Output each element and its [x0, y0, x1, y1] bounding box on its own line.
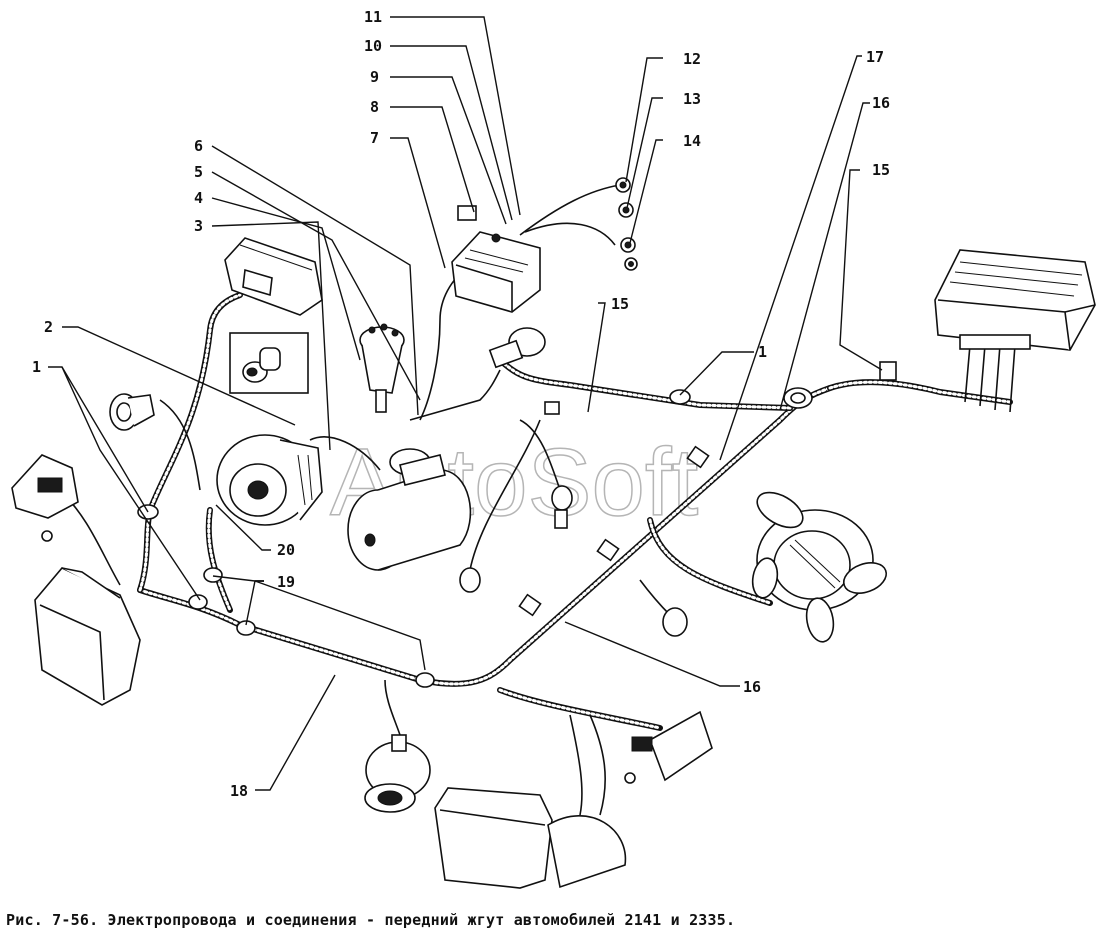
- fuse-relay-box-right: [934, 249, 1096, 351]
- main-harness: [137, 292, 1013, 731]
- callout-1-right: 1: [758, 343, 767, 361]
- callout-3: 3: [194, 217, 203, 235]
- callout-19: 19: [277, 573, 295, 591]
- callout-16-top: 16: [872, 94, 890, 112]
- side-lamp-right: [624, 710, 713, 784]
- connector-left-top: [109, 393, 155, 431]
- terminals-12-14: [615, 177, 638, 271]
- callout-10: 10: [364, 37, 382, 55]
- relay-block-3: [224, 237, 323, 316]
- callout-12: 12: [683, 50, 701, 68]
- callout-20: 20: [277, 541, 295, 559]
- starter: [347, 448, 472, 571]
- callout-16-bottom: 16: [743, 678, 761, 696]
- cooling-fan: [751, 491, 888, 643]
- callout-8: 8: [370, 98, 379, 116]
- callout-5: 5: [194, 163, 203, 181]
- generator: [216, 434, 323, 526]
- headlamp-right: [434, 787, 627, 889]
- callout-4: 4: [194, 189, 203, 207]
- callout-2: 2: [44, 318, 53, 336]
- side-lamp-left: [11, 454, 79, 542]
- callout-15-center: 15: [611, 295, 629, 313]
- callout-18: 18: [230, 782, 248, 800]
- figure-caption: Рис. 7-56. Электропровода и соединения -…: [6, 911, 736, 929]
- branch-wires: [59, 184, 1016, 816]
- callout-14: 14: [683, 132, 701, 150]
- callout-6: 6: [194, 137, 203, 155]
- callout-17: 17: [866, 48, 884, 66]
- connector-2: [229, 332, 309, 394]
- callout-numbers: 11 10 9 8 7 12 13 14 6 5 4 3 2 1 1 17 16…: [32, 8, 890, 800]
- headlamp-left: [34, 567, 141, 706]
- callout-7: 7: [370, 129, 379, 147]
- callout-11: 11: [364, 8, 382, 26]
- voltage-regulator-7: [451, 205, 541, 313]
- temperature-sensors: [459, 485, 688, 637]
- sensor-top: [488, 327, 546, 369]
- harness-clamps: [137, 361, 897, 688]
- callout-leaders: [48, 16, 883, 791]
- ignition-distributor: [359, 323, 405, 413]
- callout-13: 13: [683, 90, 701, 108]
- callout-1-left: 1: [32, 358, 41, 376]
- horn: [364, 734, 431, 813]
- callout-9: 9: [370, 68, 379, 86]
- callout-15-right: 15: [872, 161, 890, 179]
